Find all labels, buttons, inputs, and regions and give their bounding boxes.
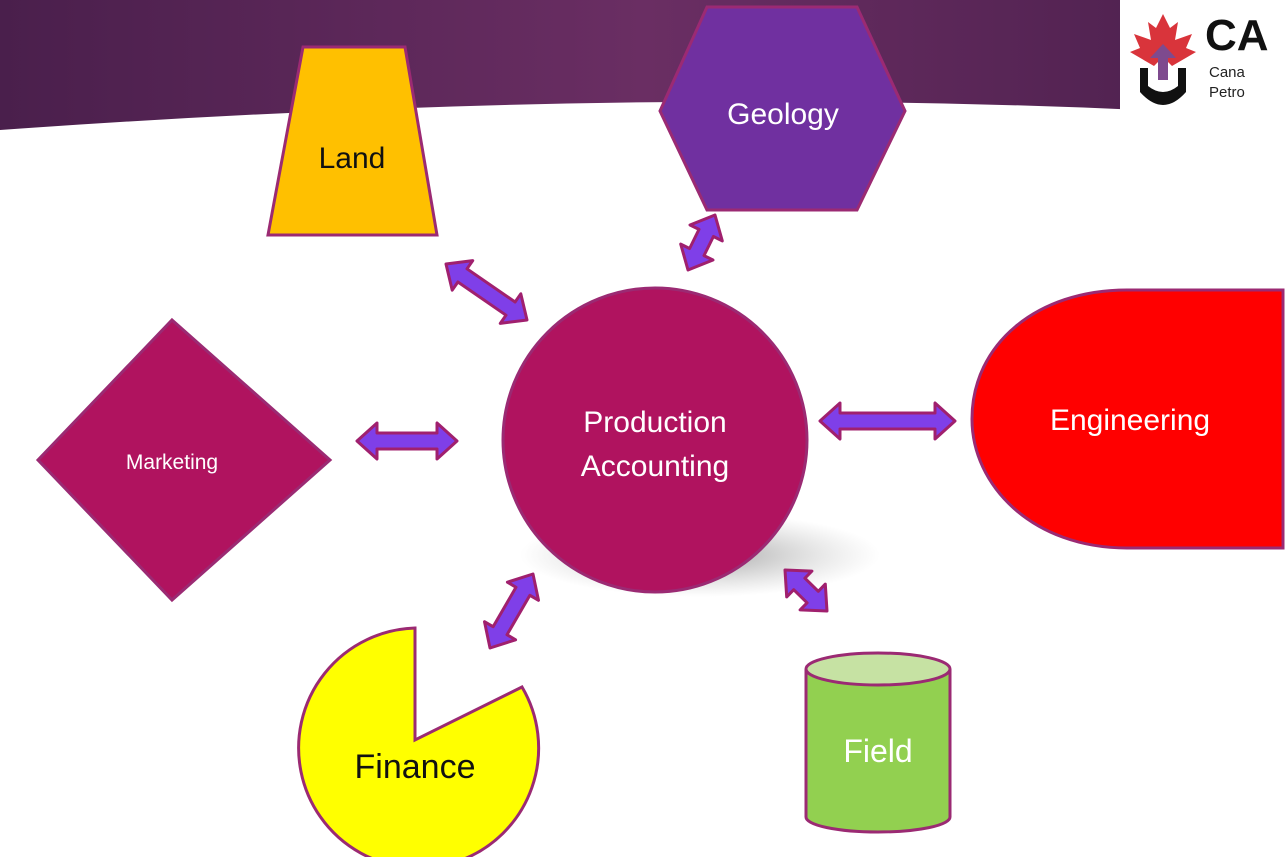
node-engineering: Engineering	[970, 288, 1285, 550]
header-banner	[0, 0, 1288, 130]
center-label-line2: Accounting	[581, 450, 729, 483]
center-label-line1: Production	[583, 406, 726, 439]
node-land: Land	[266, 45, 439, 237]
node-finance: Finance	[297, 626, 541, 857]
node-geology: Geology	[658, 5, 907, 212]
logo-text-main: CA	[1205, 11, 1269, 60]
land-label: Land	[319, 142, 386, 175]
arrow-finance	[483, 572, 540, 650]
connector-arrows	[355, 213, 957, 650]
engineering-label: Engineering	[1050, 404, 1210, 437]
node-marketing: Marketing	[35, 317, 333, 603]
node-production-accounting: Production Accounting	[501, 286, 809, 594]
arrow-marketing	[355, 421, 459, 461]
marketing-label: Marketing	[126, 451, 218, 474]
arrow-geology	[679, 213, 724, 272]
finance-label: Finance	[355, 748, 476, 786]
node-field: Field	[804, 651, 952, 834]
arrow-land	[444, 259, 529, 325]
logo-emblem-icon	[1140, 68, 1186, 105]
geology-label: Geology	[727, 98, 839, 131]
arrow-engineering	[818, 401, 957, 441]
arrow-field	[783, 568, 829, 613]
logo-text-line2: Petro	[1209, 84, 1245, 101]
logo-text-line1: Cana	[1209, 64, 1246, 81]
maple-leaf-icon	[1130, 14, 1196, 66]
logo: CA Cana Petro	[1120, 0, 1288, 120]
field-label: Field	[843, 733, 912, 769]
